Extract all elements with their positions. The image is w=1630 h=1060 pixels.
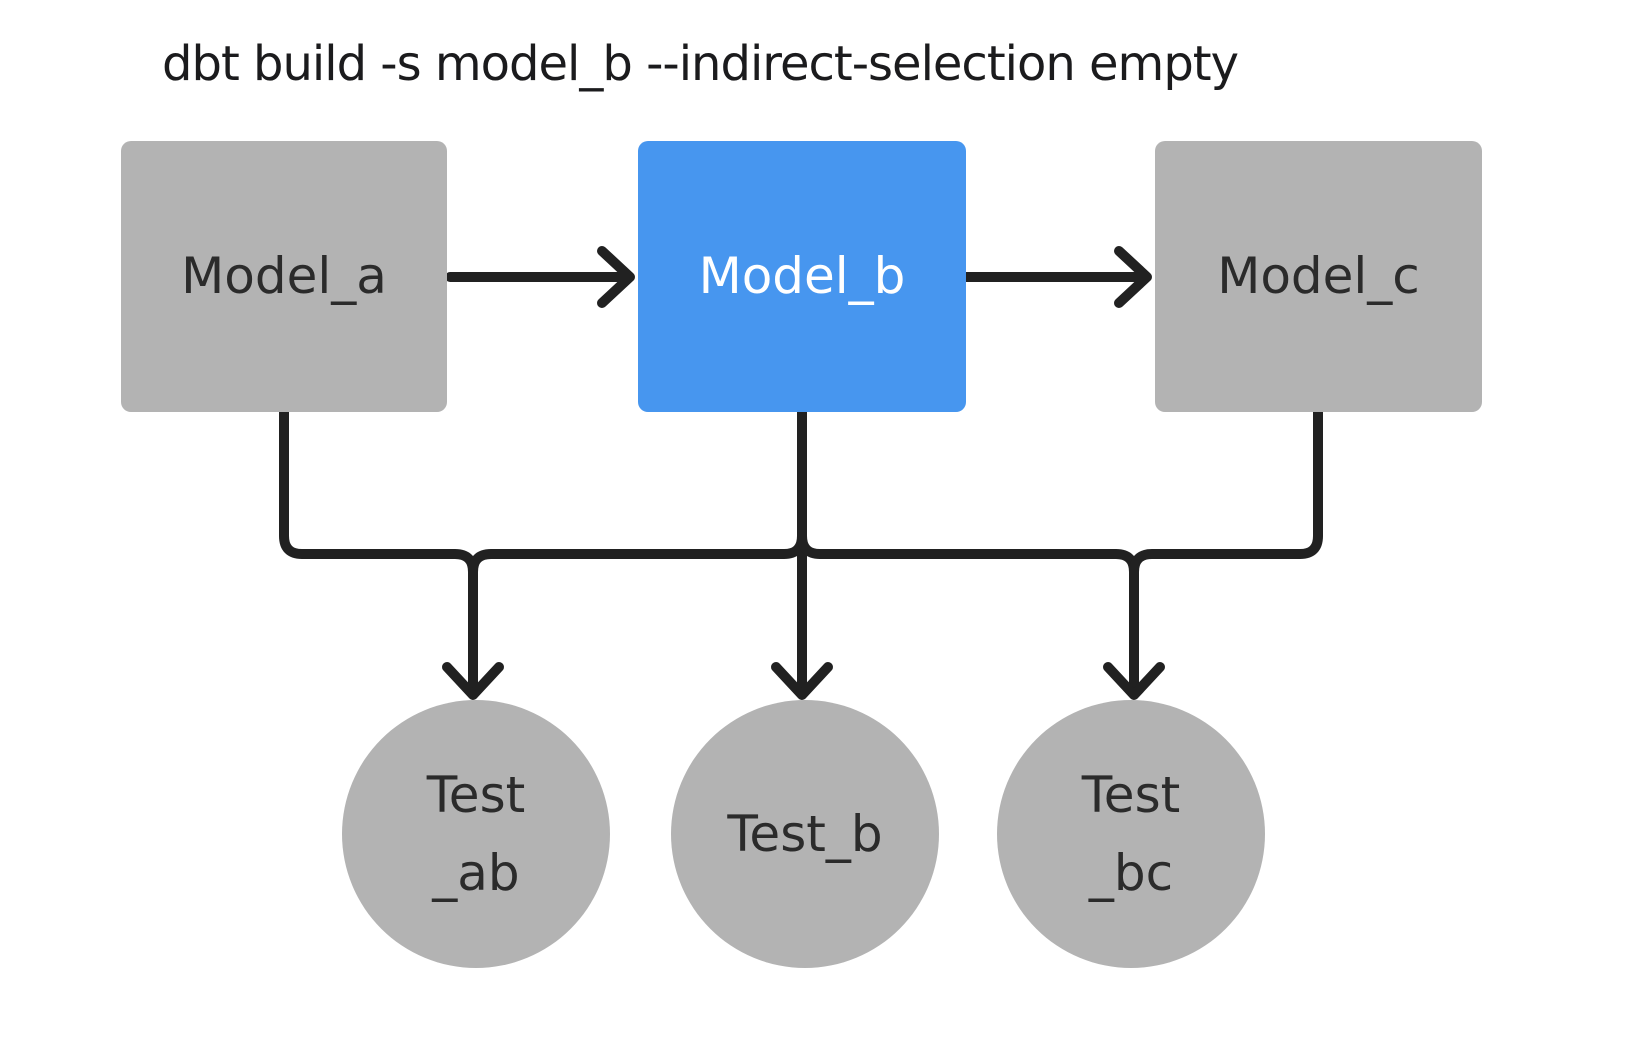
node-test-bc-label-line1: Test: [1081, 766, 1181, 824]
edge-model-a-to-test-ab: [279, 407, 478, 696]
node-model-a-label: Model_a: [181, 246, 387, 305]
arrowhead-test-bc-icon: [1103, 662, 1165, 700]
node-model-c-label: Model_c: [1217, 246, 1420, 305]
node-test-b: Test_b: [671, 700, 939, 968]
node-test-b-label: Test_b: [727, 805, 883, 863]
node-test-bc: Test _bc: [997, 700, 1265, 968]
node-model-b: Model_b: [638, 141, 966, 412]
arrowhead-test-ab-icon: [442, 662, 504, 700]
node-test-ab-label-line1: Test: [426, 766, 526, 824]
edge-model-c-to-test-bc: [1129, 407, 1323, 696]
arrowhead-test-b-icon: [771, 662, 833, 700]
edge-model-b-to-test-ab: [468, 407, 807, 696]
node-model-c: Model_c: [1155, 141, 1482, 412]
edge-model-a-to-model-b: [445, 246, 635, 308]
node-test-ab-label-line2: _ab: [432, 844, 520, 902]
edge-model-b-to-model-c: [961, 246, 1152, 308]
edge-model-b-to-test-bc: [797, 407, 1139, 696]
node-model-a: Model_a: [121, 141, 447, 412]
node-test-bc-label-line2: _bc: [1088, 844, 1174, 902]
diagram-title: dbt build -s model_b --indirect-selectio…: [162, 36, 1239, 92]
node-model-b-label: Model_b: [698, 246, 906, 305]
node-test-ab: Test _ab: [342, 700, 610, 968]
